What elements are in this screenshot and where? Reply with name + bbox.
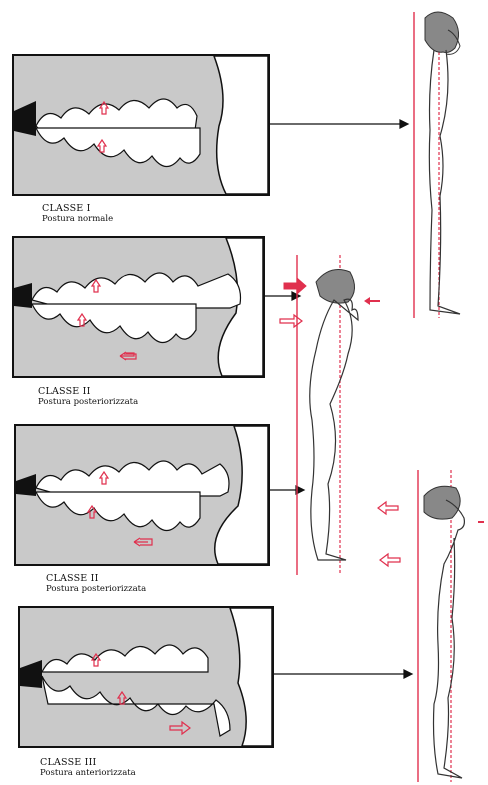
connector-arrows bbox=[265, 120, 412, 678]
figure-anteriorized-posture bbox=[378, 470, 484, 782]
figure-posteriorized-posture bbox=[280, 255, 380, 575]
figure-normal-posture bbox=[414, 12, 460, 318]
